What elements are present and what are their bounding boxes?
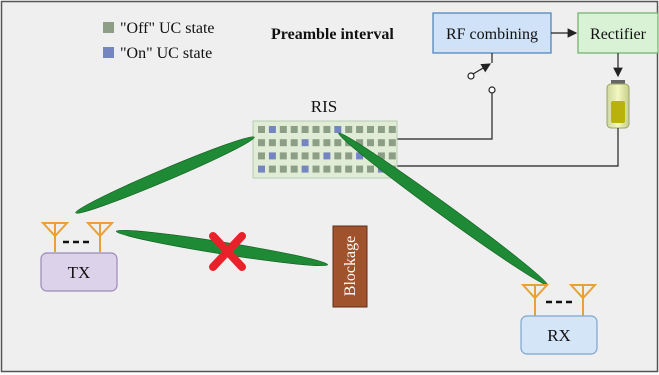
ris-cell-off xyxy=(367,126,374,133)
rectifier-label: Rectifier xyxy=(590,26,647,43)
ris-cell-off xyxy=(334,152,342,160)
ris-cell-off xyxy=(367,165,374,173)
ris-cell-on xyxy=(323,152,331,160)
battery-icon xyxy=(606,80,630,129)
rx-label: RX xyxy=(547,326,571,345)
ris-cell-off xyxy=(356,139,364,147)
antenna-icon xyxy=(40,222,70,252)
ris-cell-off xyxy=(323,165,331,173)
ris-cell-off xyxy=(345,165,353,173)
ris-cell-on xyxy=(301,165,309,173)
ris-cell-off xyxy=(356,126,364,133)
ris-cell-off xyxy=(268,139,276,147)
blockage-block xyxy=(332,225,368,308)
ris-cell-off xyxy=(377,126,385,133)
ris-cell-grid xyxy=(258,126,396,173)
ris-cell-off xyxy=(312,152,320,160)
blocked-cross-icon xyxy=(209,232,246,271)
ris-cell-off xyxy=(268,165,276,173)
ris-cell-off xyxy=(356,165,364,173)
blockage-label: Blockage xyxy=(342,236,359,296)
ris-cell-on xyxy=(258,165,265,173)
antenna-icon xyxy=(568,284,598,316)
rx-antenna-array xyxy=(520,284,598,316)
ris-cell-off xyxy=(334,139,342,147)
tx-antenna-array xyxy=(40,222,115,252)
ris-cell-on xyxy=(301,139,309,147)
tx-block xyxy=(40,252,118,292)
ris-cell-off xyxy=(367,139,374,147)
rf-combining-label: RF combining xyxy=(446,26,538,43)
ris-cell-on xyxy=(334,126,342,133)
ris-cell-off xyxy=(377,152,385,160)
ris-cell-off xyxy=(290,152,298,160)
ris-cell-on xyxy=(268,126,276,133)
antenna-icon xyxy=(85,222,115,252)
ris-cell-off xyxy=(301,152,309,160)
ris-cell-off xyxy=(279,152,287,160)
legend-on-label: "On" UC state xyxy=(120,45,212,62)
ris-cell-off xyxy=(377,139,385,147)
ris-cell-off xyxy=(290,126,298,133)
ris-cell-off xyxy=(345,152,353,160)
ris-cell-off xyxy=(279,139,287,147)
rectifier-block xyxy=(577,12,659,54)
ris-cell-on xyxy=(268,152,276,160)
ris-cell-off xyxy=(312,165,320,173)
ris-cell-off xyxy=(388,126,396,133)
legend-on-swatch xyxy=(103,47,114,58)
ris-cell-off xyxy=(258,139,265,147)
ris-cell-off xyxy=(279,126,287,133)
preamble-interval-label: Preamble interval xyxy=(271,26,394,43)
ris-cell-off xyxy=(334,165,342,173)
ris-cell-off xyxy=(323,126,331,133)
ris-cell-off xyxy=(301,126,309,133)
ris-cell-off xyxy=(290,139,298,147)
ris-cell-off xyxy=(258,126,265,133)
ris-cell-on xyxy=(356,152,364,160)
legend-off-label: "Off" UC state xyxy=(120,20,215,37)
switch-icon xyxy=(467,53,496,94)
ris-cell-off xyxy=(323,139,331,147)
ris-cell-off xyxy=(258,152,265,160)
ris-cell-off xyxy=(290,165,298,173)
ris-cell-off xyxy=(312,126,320,133)
ris-to-switch-wire xyxy=(397,93,493,140)
rx-block xyxy=(520,315,598,355)
ris-cell-off xyxy=(279,165,287,173)
legend-off-swatch xyxy=(103,22,114,33)
ris-cell-off xyxy=(345,126,353,133)
beam-tx-to-ris xyxy=(75,136,255,214)
ris-cell-off xyxy=(388,152,396,160)
ris-cell-off xyxy=(388,139,396,147)
tx-label: TX xyxy=(68,263,91,282)
legend: "Off" UC state "On" UC state xyxy=(103,20,215,62)
ris-label: RIS xyxy=(311,97,337,116)
ris-to-battery-wire xyxy=(397,128,619,167)
ris-cell-off xyxy=(312,139,320,147)
antenna-icon xyxy=(520,284,550,316)
